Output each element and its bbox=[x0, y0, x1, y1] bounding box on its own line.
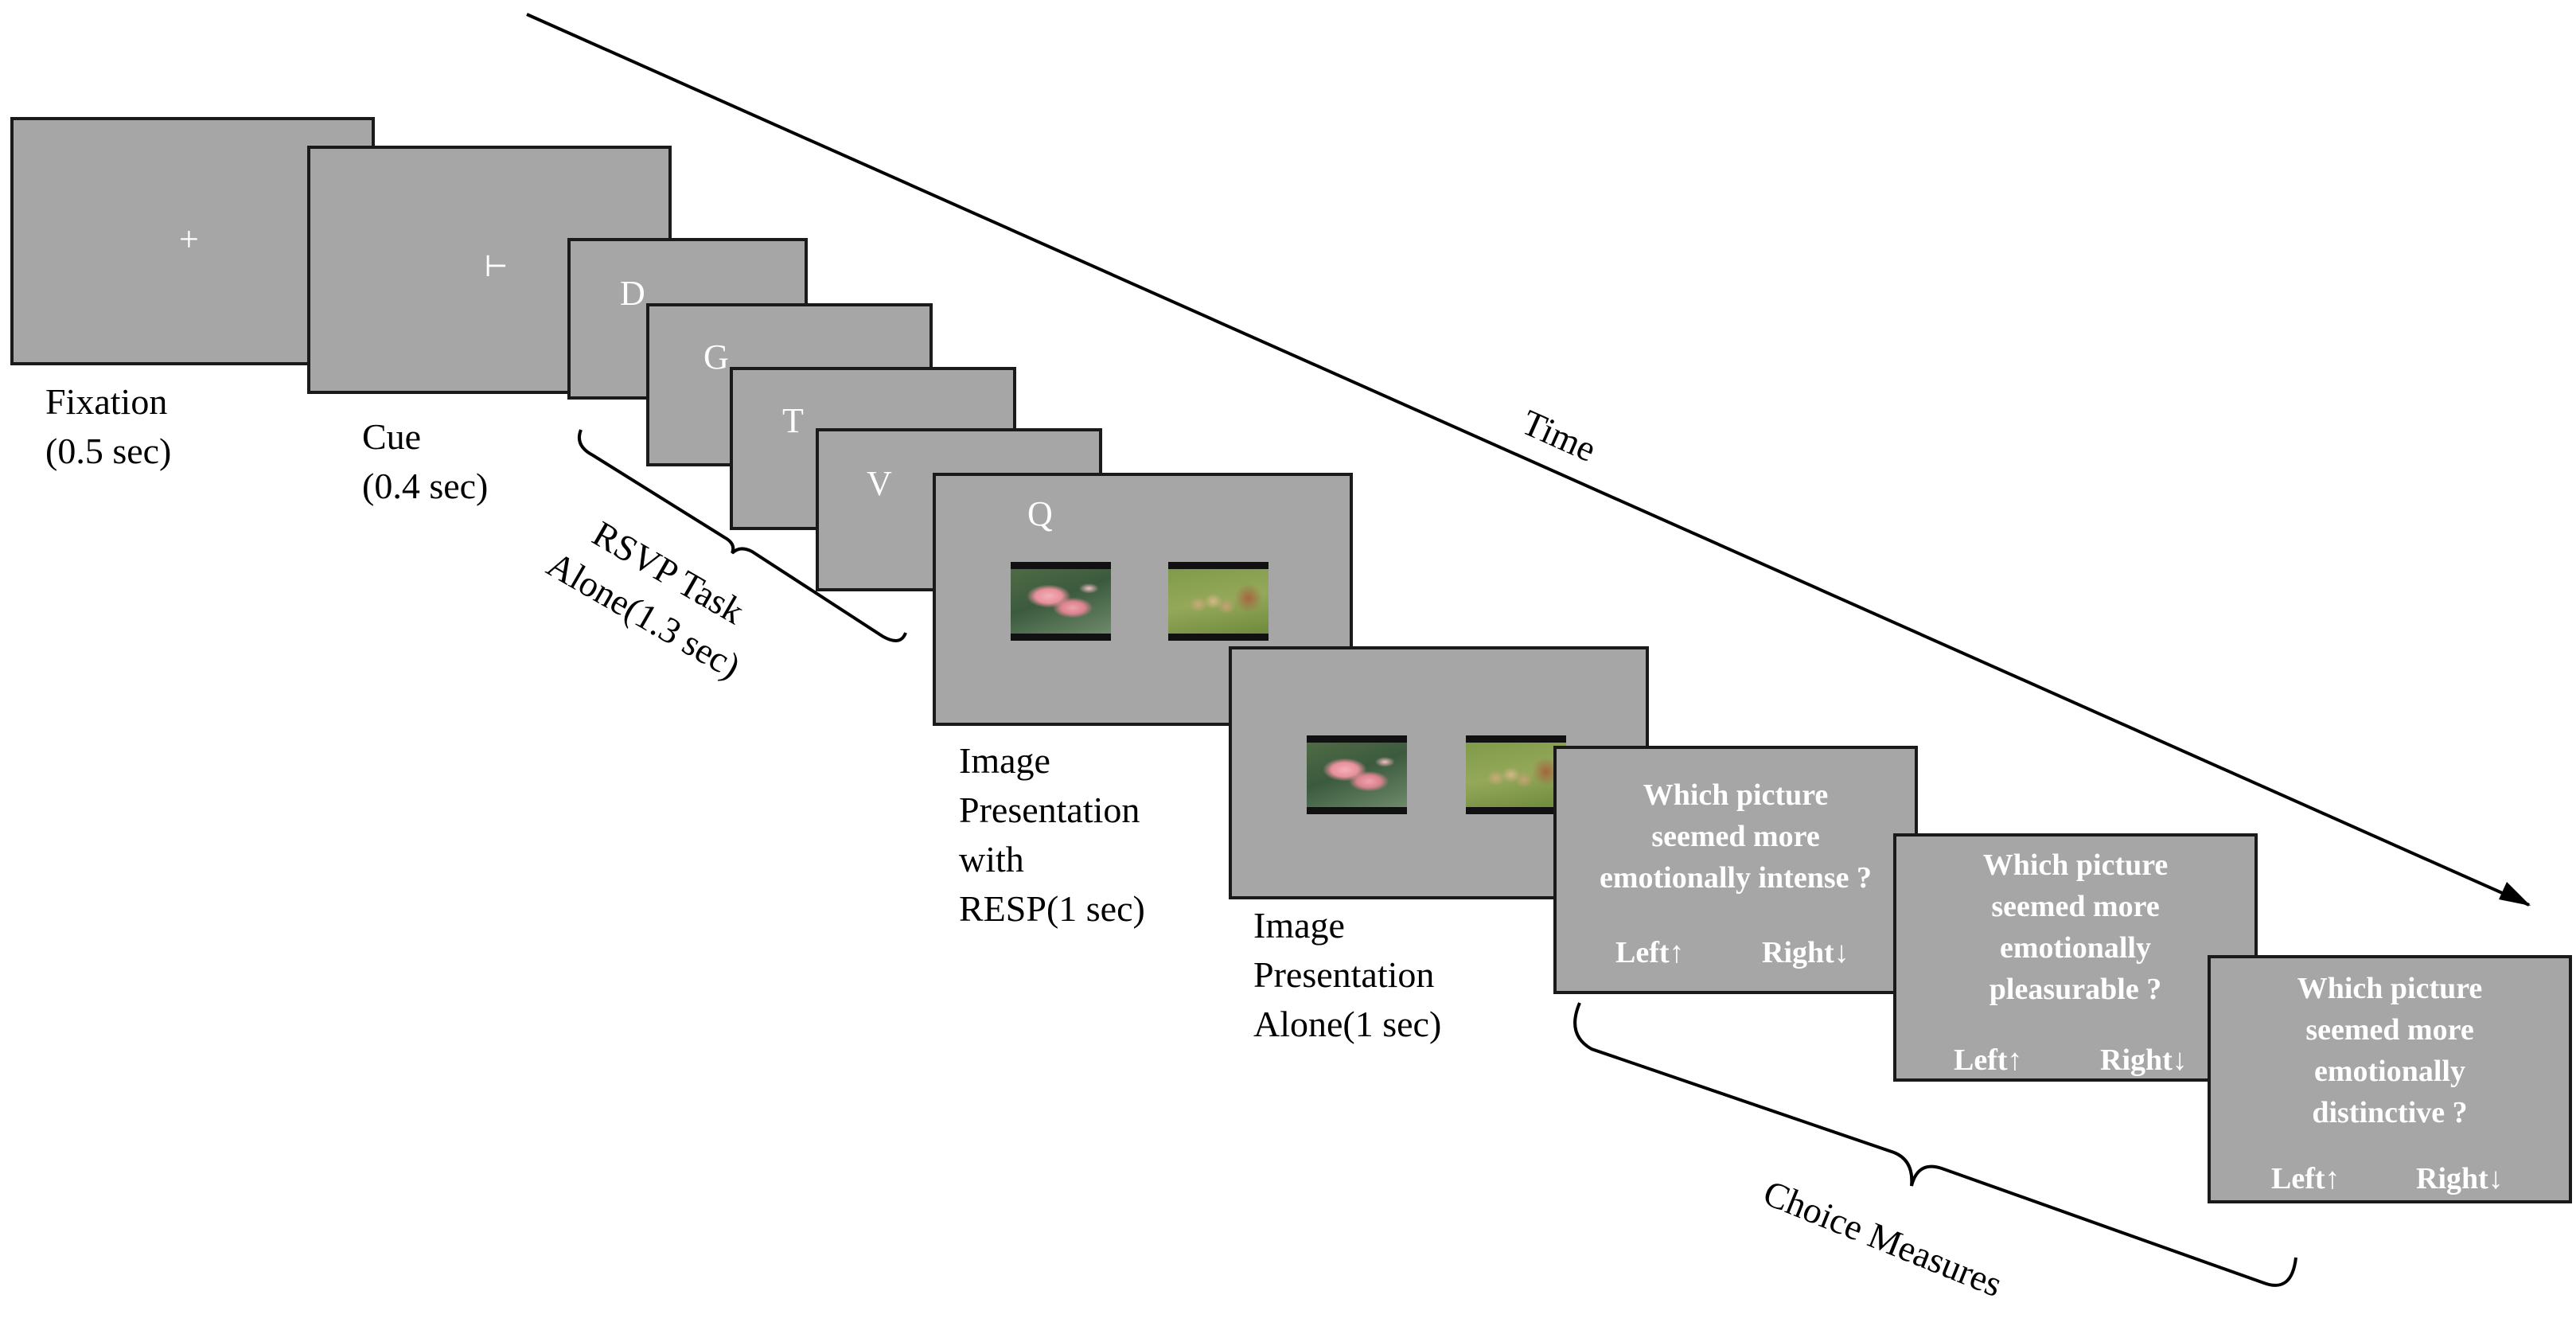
time-arrow bbox=[526, 13, 2530, 907]
choice-question: Which picture seemed more emotionally pl… bbox=[1982, 848, 2169, 1006]
rsvp-letter: Q bbox=[1027, 494, 1053, 533]
cue-label: Cue (0.4 sec) bbox=[362, 416, 489, 506]
fixation-cross-icon: + bbox=[179, 220, 199, 259]
left-response: Left↑ bbox=[1615, 936, 1685, 969]
flamingo-image bbox=[1011, 562, 1111, 641]
choice-screen-intensity: Which picture seemed more emotionally in… bbox=[1553, 746, 1918, 994]
choice-question: Which picture seemed more emotionally in… bbox=[1600, 778, 1872, 895]
left-response: Left↑ bbox=[2271, 1162, 2340, 1195]
right-response: Right↓ bbox=[2416, 1162, 2504, 1195]
time-arrow-head bbox=[2499, 882, 2531, 906]
rsvp-letter: D bbox=[620, 274, 645, 313]
flamingo-image bbox=[1307, 735, 1407, 814]
rsvp-bracket bbox=[577, 429, 907, 642]
right-response: Right↓ bbox=[1762, 936, 1849, 969]
fixation-label: Fixation (0.5 sec) bbox=[45, 381, 172, 471]
goslings-image bbox=[1168, 562, 1269, 641]
rsvp-letter: G bbox=[703, 337, 729, 376]
left-response: Left↑ bbox=[1954, 1043, 2023, 1077]
choice-screen-pleasure: Which picture seemed more emotionally pl… bbox=[1893, 833, 2258, 1082]
choice-screen-distinctiveness: Which picture seemed more emotionally di… bbox=[2208, 955, 2572, 1203]
rsvp-letter: V bbox=[867, 464, 892, 503]
rsvp-letter: T bbox=[782, 401, 804, 440]
image-with-resp-label: Image Presentation with RESP(1 sec) bbox=[959, 740, 1145, 929]
image-alone-label: Image Presentation Alone(1 sec) bbox=[1253, 905, 1442, 1044]
goslings-image bbox=[1466, 735, 1566, 814]
choice-question: Which picture seemed more emotionally di… bbox=[2297, 972, 2483, 1129]
choice-bracket bbox=[1573, 1002, 2297, 1287]
cue-icon: ⊢ bbox=[484, 251, 509, 283]
right-response: Right↓ bbox=[2100, 1043, 2188, 1077]
